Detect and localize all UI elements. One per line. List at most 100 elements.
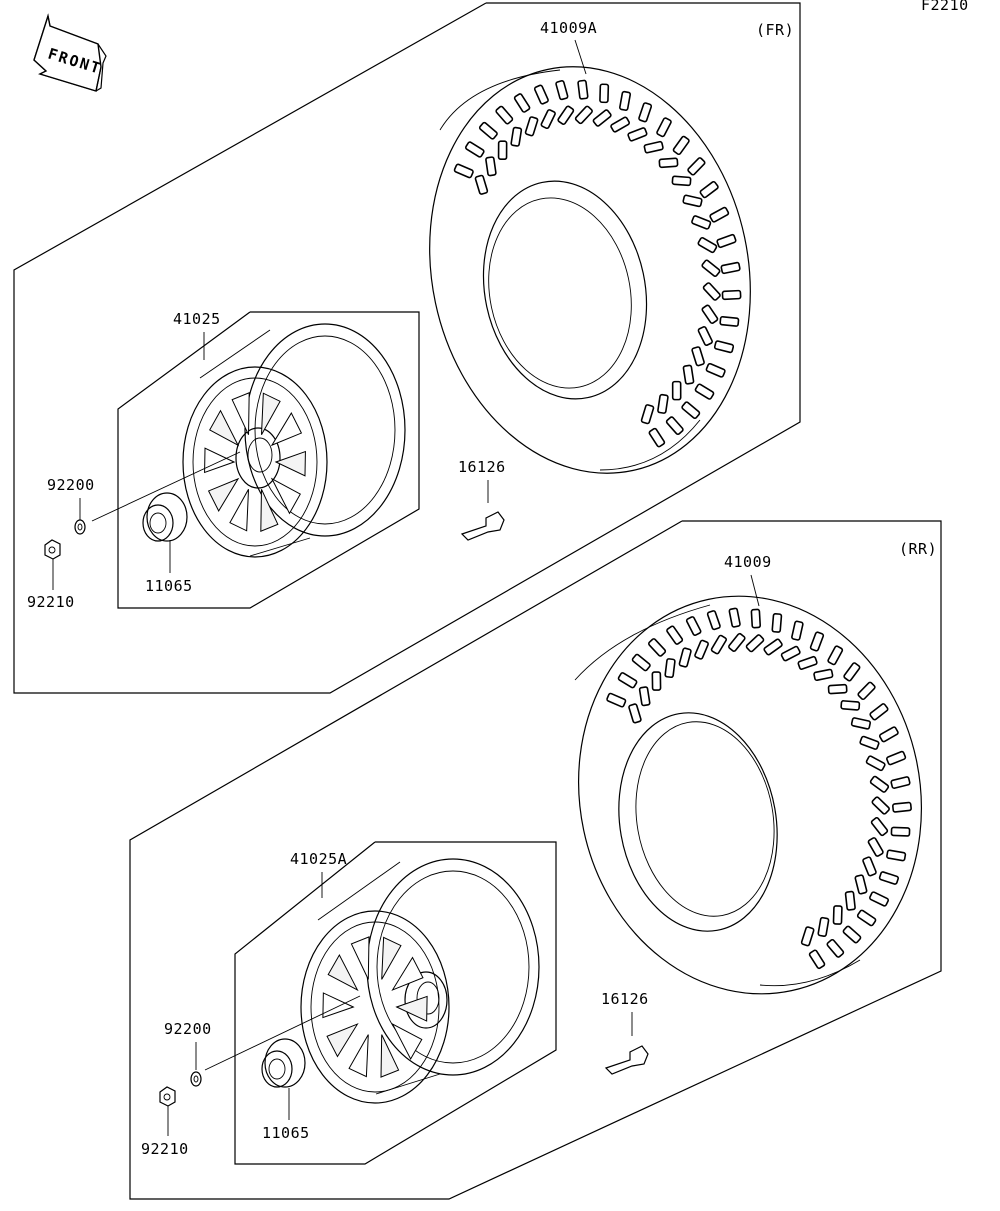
tread-block [681, 401, 701, 420]
rear-washer [190, 1071, 202, 1087]
front-tire-tread [453, 79, 742, 448]
tread-block [706, 610, 721, 631]
tread-block [719, 315, 740, 327]
tread-block [780, 645, 801, 662]
tread-block [809, 631, 825, 652]
tread-block [524, 116, 539, 137]
tread-block [577, 79, 589, 100]
tread-block [705, 362, 726, 378]
tread-block [640, 404, 655, 425]
tread-block [843, 662, 861, 682]
tread-block [694, 639, 709, 660]
tread-block [856, 909, 877, 927]
wheel-spoke [260, 489, 279, 532]
wheel-spoke [391, 956, 424, 991]
rear-tire-leader [750, 574, 760, 607]
front-washer [74, 519, 86, 535]
tread-block [592, 109, 612, 127]
tread-block [771, 612, 783, 633]
tread-block [713, 340, 735, 354]
tread-block [701, 259, 721, 277]
tread-block [865, 755, 886, 772]
front-wheel-frame [117, 311, 420, 609]
tread-block [869, 775, 890, 793]
tread-block [800, 926, 815, 947]
tread-block [697, 326, 713, 346]
tread-block [464, 141, 485, 158]
tread-block [869, 891, 889, 907]
rear-assembly-line [204, 995, 361, 1071]
tread-block [658, 157, 679, 169]
tread-block [666, 625, 684, 645]
tread-block [716, 233, 737, 249]
wheel-spoke [326, 1023, 359, 1058]
tread-block [533, 84, 549, 105]
wheel-spoke [204, 447, 236, 474]
tread-block [648, 427, 666, 448]
tread-block [827, 683, 848, 695]
front-washer-part-number: 92200 [47, 476, 95, 494]
front-wheel-cap [142, 492, 188, 542]
tread-block [871, 796, 890, 815]
front-lug-nut [44, 539, 61, 560]
wheel-spoke [348, 1034, 369, 1078]
front-tire [429, 66, 751, 474]
tread-block [610, 116, 630, 133]
tread-block [886, 849, 907, 862]
rear-wheel-cap [261, 1038, 306, 1088]
tread-block [701, 304, 719, 324]
tread-block [617, 672, 638, 689]
wheel-spoke [209, 409, 240, 447]
front-tire-part-number: 41009A [540, 19, 597, 37]
tread-block [557, 105, 575, 125]
rear-group-frame [129, 520, 942, 1200]
rear-cap-part-number: 11065 [262, 1124, 310, 1142]
tread-block [671, 175, 692, 187]
tread-block [709, 206, 730, 223]
tread-block [628, 703, 642, 724]
tread-block [699, 180, 719, 199]
tread-block [513, 93, 531, 113]
rear-group-tag: (RR) [899, 540, 937, 558]
tread-block [878, 871, 899, 885]
tread-block [745, 634, 765, 653]
wheel-spoke [231, 392, 250, 435]
tread-block [648, 638, 667, 657]
tread-block [826, 938, 845, 958]
tread-block [682, 364, 695, 385]
tread-block [850, 717, 871, 730]
tread-block [495, 105, 514, 125]
tread-block [638, 102, 653, 123]
rear-wheel-frame [234, 841, 557, 1165]
wheel-spoke [229, 489, 250, 532]
tread-block [478, 121, 498, 140]
wheel-spoke [260, 392, 281, 435]
tread-block [840, 700, 861, 711]
rear-tire-part-number: 41009 [724, 553, 772, 571]
wheel-spoke [327, 953, 359, 992]
wheel-spoke [270, 477, 301, 515]
front-wheel [182, 323, 406, 558]
tread-block [540, 109, 556, 130]
front-nut-part-number: 92210 [27, 593, 75, 611]
tread-block [687, 157, 706, 176]
rear-tire [574, 595, 923, 995]
tread-block [685, 616, 702, 636]
tread-block [665, 416, 684, 436]
tread-block [702, 282, 721, 301]
tread-block [691, 215, 712, 230]
tread-block [664, 658, 676, 679]
tread-block [890, 826, 911, 837]
tread-block [453, 163, 474, 179]
tread-block [890, 776, 911, 789]
wheel-spoke [395, 995, 428, 1022]
wheel-spoke [381, 936, 402, 980]
figure-code: F2210 [921, 0, 969, 14]
tread-block [791, 620, 804, 641]
rear-valve-part-number: 16126 [601, 990, 649, 1008]
tread-block [691, 346, 705, 367]
tread-block [854, 874, 868, 895]
wheel-spoke [274, 450, 306, 477]
tread-block [694, 383, 715, 400]
